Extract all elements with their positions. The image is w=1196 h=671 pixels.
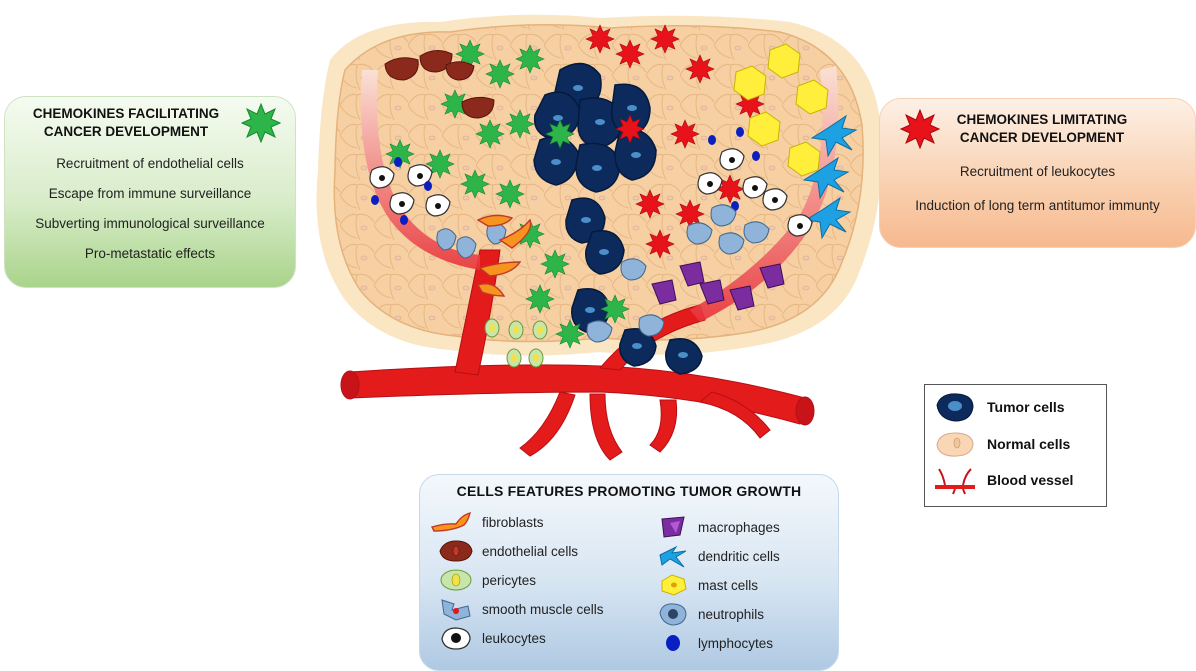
cells-item-pericytes: pericytes — [438, 568, 536, 592]
facilitating-panel-title: CHEMOKINES FACILITATING CANCER DEVELOPME… — [21, 105, 231, 141]
pericyte-icon — [440, 569, 472, 591]
cells-item-label: smooth muscle cells — [482, 601, 604, 617]
cells-item-label: neutrophils — [698, 606, 765, 622]
cells-item-mast: mast cells — [656, 573, 758, 597]
normal-cell-icon — [936, 432, 974, 457]
facilitating-item: Pro-metastatic effects — [84, 246, 216, 261]
legend-item-normal: Normal cells — [933, 429, 1070, 459]
blood-vessel-icon — [935, 468, 975, 495]
cells-item-label: leukocytes — [482, 630, 546, 646]
facilitating-title-line2: CANCER DEVELOPMENT — [43, 124, 209, 139]
cells-item-label: mast cells — [698, 577, 759, 593]
leukocyte-icon — [441, 627, 471, 650]
fibroblasts — [476, 214, 532, 297]
macrophages — [651, 261, 785, 311]
neutrophils — [436, 204, 770, 343]
endothelial-cell-icon — [439, 540, 473, 562]
smooth-muscle-cell-icon — [441, 599, 471, 621]
limiting-title-line1: CHEMOKINES LIMITATING — [956, 112, 1128, 127]
facilitating-list: Recruitment of endothelial cells Escape … — [5, 149, 295, 269]
lymphocytes — [371, 127, 760, 225]
cells-item-label: macrophages — [698, 519, 780, 535]
red-star-icon — [900, 109, 940, 149]
mast-cells — [733, 43, 829, 177]
limiting-chemokines-panel: CHEMOKINES LIMITATING CANCER DEVELOPMENT… — [879, 98, 1196, 248]
cells-item-smooth-muscle: smooth muscle cells — [438, 597, 604, 621]
mast-cell-icon — [661, 574, 687, 596]
legend: Tumor cells Normal cells Blood vessel — [924, 384, 1107, 507]
legend-label: Blood vessel — [987, 472, 1074, 488]
legend-item-vessel: Blood vessel — [933, 465, 1073, 495]
macrophage-icon — [661, 516, 685, 538]
dendritic-cells — [802, 114, 858, 240]
facilitating-item: Escape from immune surveillance — [48, 186, 252, 201]
fibroblast-icon — [430, 512, 471, 532]
cells-item-neutrophils: neutrophils — [656, 602, 764, 626]
dendritic-cell-icon — [659, 545, 687, 568]
limiting-panel-title: CHEMOKINES LIMITATING CANCER DEVELOPMENT — [942, 111, 1142, 147]
neutrophil-icon — [659, 603, 687, 626]
cells-item-label: fibroblasts — [482, 514, 544, 530]
cells-item-label: lymphocytes — [698, 635, 774, 651]
cells-item-leukocytes: leukocytes — [438, 626, 546, 650]
cells-item-fibroblasts: fibroblasts — [430, 510, 544, 534]
facilitating-item: Recruitment of endothelial cells — [56, 156, 244, 171]
green-star-icon — [241, 103, 281, 143]
cells-features-panel: CELLS FEATURES PROMOTING TUMOR GROWTH fi… — [419, 474, 839, 671]
cells-item-endothelial: endothelial cells — [438, 539, 578, 563]
cells-item-label: dendritic cells — [698, 548, 780, 564]
facilitating-chemokines-panel: CHEMOKINES FACILITATING CANCER DEVELOPME… — [4, 96, 296, 288]
limiting-item: Recruitment of leukocytes — [959, 164, 1116, 179]
lymphocyte-icon — [666, 635, 680, 651]
limiting-item: Induction of long term antitumor immunty — [915, 198, 1160, 213]
cells-item-label: endothelial cells — [482, 543, 579, 559]
facilitating-item: Subverting immunological surveillance — [35, 216, 265, 231]
cells-item-macrophages: macrophages — [656, 515, 780, 539]
facilitating-title-line1: CHEMOKINES FACILITATING — [32, 106, 220, 121]
endothelial-cells — [384, 50, 495, 119]
cells-item-lymphocytes: lymphocytes — [656, 631, 773, 655]
cells-item-dendritic: dendritic cells — [656, 544, 780, 568]
tumor-cell-icon — [936, 393, 974, 422]
legend-label: Normal cells — [987, 436, 1071, 452]
limiting-title-line2: CANCER DEVELOPMENT — [959, 130, 1125, 145]
legend-item-tumor: Tumor cells — [933, 391, 1065, 423]
limiting-list: Recruitment of leukocytes Induction of l… — [880, 155, 1195, 223]
facilitating-chemokines — [385, 39, 630, 349]
cells-panel-title: CELLS FEATURES PROMOTING TUMOR GROWTH — [456, 483, 802, 499]
cells-item-label: pericytes — [482, 572, 537, 588]
legend-label: Tumor cells — [987, 399, 1065, 415]
